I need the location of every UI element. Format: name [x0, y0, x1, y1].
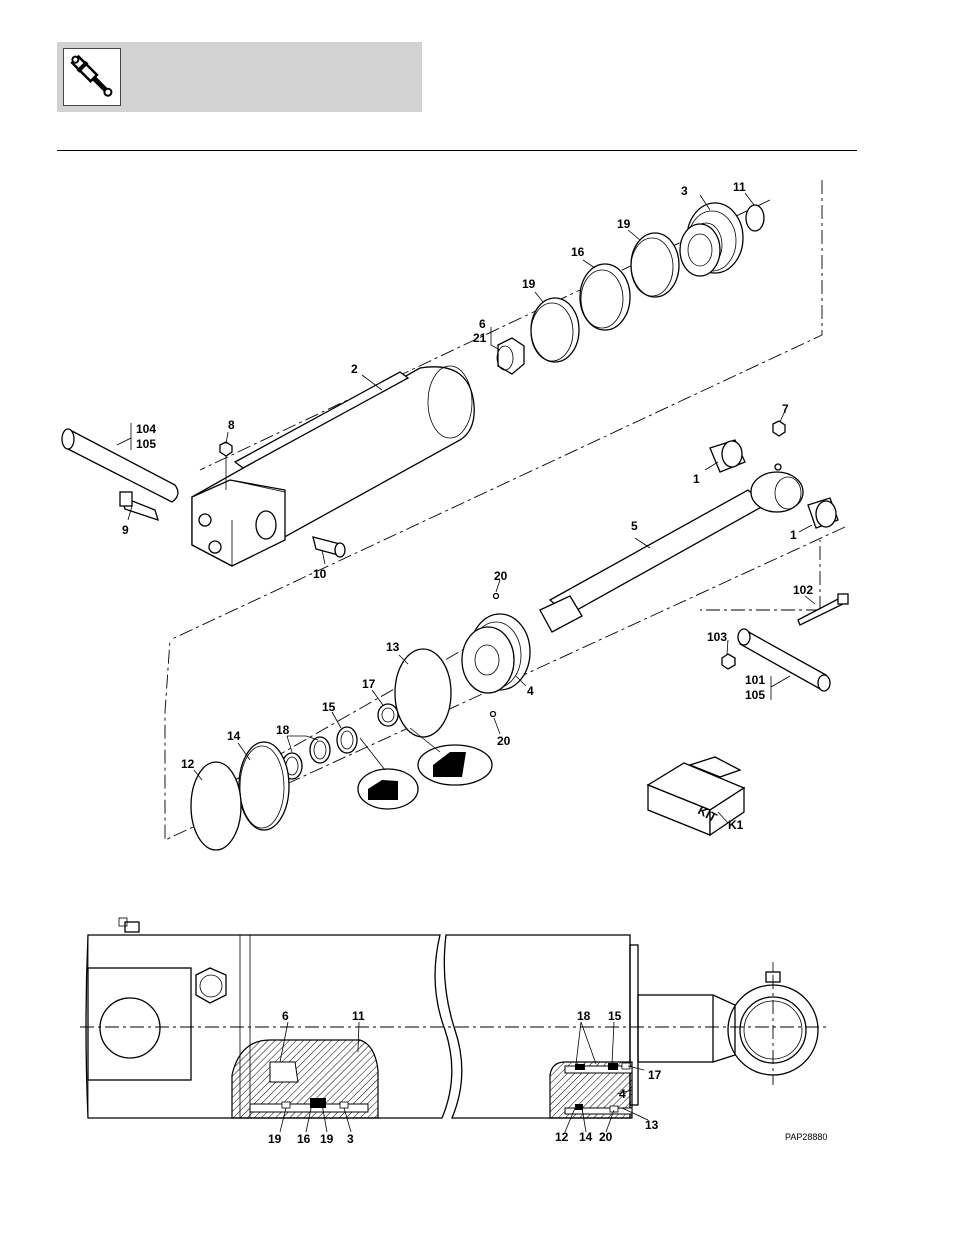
part-17-ring [378, 704, 398, 726]
section-callout-16: 16 [297, 1132, 311, 1146]
callout-104: 104 [136, 422, 156, 436]
callout-12: 12 [181, 757, 195, 771]
callout-20: 20 [494, 569, 508, 583]
section-callout-13: 13 [645, 1118, 659, 1132]
part-20-pin-a [494, 594, 499, 599]
part-19-ring-a [631, 233, 679, 297]
callout-10: 10 [313, 567, 327, 581]
part-5-rod [540, 464, 803, 632]
callout-4: 4 [527, 684, 534, 698]
part-1-bushing-a [710, 440, 745, 472]
exploded-view: KIT [62, 180, 848, 850]
part-3-head [680, 203, 743, 276]
part-4-piston [462, 614, 530, 693]
seal-detail-a [358, 738, 418, 809]
part-19-ring-b [531, 298, 579, 362]
section-callout-6: 6 [282, 1009, 289, 1023]
callout-11: 11 [733, 180, 746, 194]
callout-17: 17 [362, 677, 376, 691]
part-2-barrel [192, 366, 474, 566]
part-13-disc [395, 649, 451, 737]
section-callout-14: 14 [579, 1130, 593, 1144]
section-callout-15: 15 [608, 1009, 622, 1023]
callout-14: 14 [227, 729, 241, 743]
callout-16: 16 [571, 245, 585, 259]
callout-102: 102 [793, 583, 813, 597]
section-callout-18: 18 [577, 1009, 591, 1023]
part-11-plug [746, 205, 764, 231]
section-callout-20: 20 [599, 1130, 613, 1144]
section-callout-11: 11 [352, 1009, 365, 1023]
callout-3: 3 [681, 184, 688, 198]
callout-105: 105 [136, 437, 156, 451]
part-9-fitting [120, 492, 158, 520]
part-10-fitting [313, 537, 345, 557]
part-16-ring [580, 264, 630, 330]
section-view: 6 11 18 15 17 4 13 19 16 19 3 12 14 20 P… [80, 918, 830, 1146]
part-20-pin-b [491, 712, 496, 717]
part-6-nut [497, 338, 524, 374]
callout-18: 18 [276, 723, 290, 737]
section-callout-19: 19 [320, 1132, 334, 1146]
callout-20: 20 [497, 734, 511, 748]
callout-105: 105 [745, 688, 765, 702]
callout-15: 15 [322, 700, 336, 714]
base-end-block [88, 968, 191, 1080]
section-callout-3: 3 [347, 1132, 354, 1146]
callout-2: 2 [351, 362, 358, 376]
callout-103: 103 [707, 630, 727, 644]
part-103-nut [722, 654, 735, 669]
drawing-reference: PAP28880 [785, 1132, 827, 1142]
part-102-bolt [798, 594, 848, 625]
callout-5: 5 [631, 519, 638, 533]
section-callout-17: 17 [648, 1068, 662, 1082]
section-callout-12: 12 [555, 1130, 569, 1144]
callout-1: 1 [693, 472, 700, 486]
callout-k1: K1 [728, 818, 744, 832]
section-callout-19: 19 [268, 1132, 282, 1146]
callout-1: 1 [790, 528, 797, 542]
part-7-fitting [773, 421, 785, 436]
callout-21: 21 [473, 331, 487, 345]
callout-19: 19 [522, 277, 536, 291]
callout-9: 9 [122, 523, 129, 537]
callout-7: 7 [782, 402, 789, 416]
part-1-bushing-b [808, 498, 838, 528]
section-callout-4: 4 [619, 1087, 626, 1101]
part-15-ring [337, 727, 357, 753]
callout-6: 6 [479, 317, 486, 331]
callout-19: 19 [617, 217, 631, 231]
part-104-pin [62, 429, 178, 502]
callout-8: 8 [228, 418, 235, 432]
callout-13: 13 [386, 640, 400, 654]
callout-101: 101 [745, 673, 765, 687]
